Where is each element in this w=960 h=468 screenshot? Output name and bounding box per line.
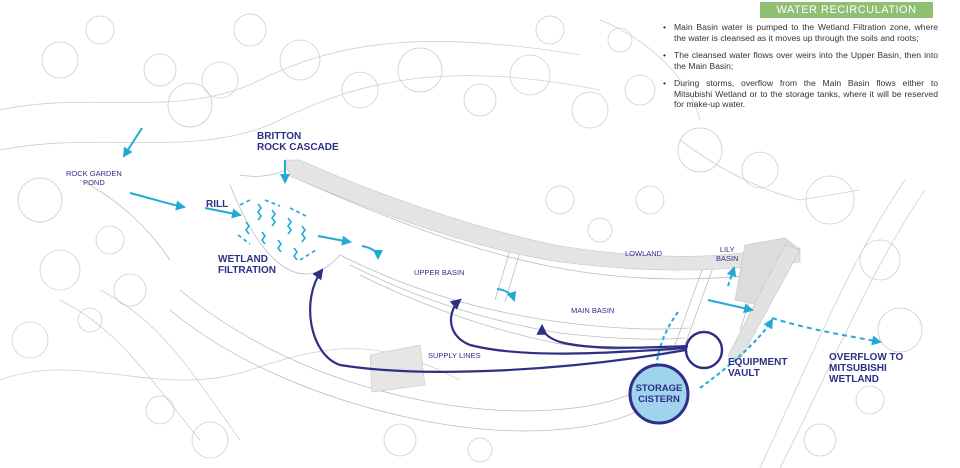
- main-basin-label: MAIN BASIN: [571, 306, 615, 315]
- flow-arrow-weir: [361, 245, 383, 260]
- equipment-vault: [684, 330, 724, 370]
- flow-arrow-overflow: [771, 317, 882, 346]
- overflow-label-line2: MITSUBISHI: [829, 363, 887, 374]
- east-wall: [727, 244, 801, 361]
- flow-arrow-wetland-out: [317, 235, 352, 246]
- upper-basin-label: UPPER BASIN: [414, 268, 465, 277]
- overflow-label-line1: OVERFLOW TO: [829, 352, 904, 363]
- supply-lines-label: SUPPLY LINES: [428, 351, 481, 360]
- note-item: Main Basin water is pumped to the Wetlan…: [662, 22, 938, 43]
- storage-label-line2: CISTERN: [638, 394, 680, 405]
- flow-arrow-cistern-to-vault: [699, 318, 774, 389]
- equipment-label-line1: EQUIPMENT: [728, 357, 788, 368]
- notes-list: Main Basin water is pumped to the Wetlan…: [662, 22, 938, 117]
- wetland-label-line2: FILTRATION: [218, 265, 276, 276]
- lily-basin-label: LILY BASIN: [716, 245, 739, 263]
- flow-arrow-rill-to-wetland: [204, 207, 242, 219]
- flow-arrow-upper-to-main: [496, 288, 517, 302]
- rock-garden-label-line2: POND: [83, 178, 105, 187]
- lily-label-line2: BASIN: [716, 254, 739, 263]
- flow-arrow-lily-basin-up: [726, 266, 737, 287]
- storage-label-line1: STORAGE: [635, 383, 683, 394]
- supply-line-to-main-basin: [536, 323, 689, 349]
- supply-lines: [309, 268, 689, 373]
- rock-garden-pond-label: ROCK GARDEN POND: [66, 169, 122, 187]
- rock-garden-label-line1: ROCK GARDEN: [66, 169, 122, 178]
- wetland-flow-marks: [237, 199, 317, 261]
- lowland-label: LOWLAND: [625, 249, 663, 258]
- flow-arrow-to-lily-basin: [707, 299, 754, 314]
- wetland-label-line1: WETLAND: [218, 254, 268, 265]
- storage-cistern-label: STORAGE CISTERN: [629, 383, 689, 405]
- overflow-label-line3: WETLAND: [829, 374, 879, 385]
- supply-line-to-upper-basin: [449, 298, 687, 355]
- britton-rock-cascade-label: BRITTON ROCK CASCADE: [257, 131, 339, 153]
- note-item: During storms, overflow from the Main Ba…: [662, 78, 938, 110]
- note-item: The cleansed water flows over weirs into…: [662, 50, 938, 71]
- britton-label-line2: ROCK CASCADE: [257, 142, 339, 153]
- flow-arrow-rill: [129, 192, 186, 211]
- equipment-label-line2: VAULT: [728, 368, 760, 379]
- overflow-to-mitsubishi-wetland-label: OVERFLOW TO MITSUBISHI WETLAND: [829, 352, 903, 385]
- britton-label-line1: BRITTON: [257, 131, 302, 142]
- section-title: WATER RECIRCULATION: [760, 2, 933, 18]
- stair-structure: [369, 344, 426, 393]
- equipment-vault-label: EQUIPMENT VAULT: [728, 357, 787, 379]
- rill-label: RILL: [206, 199, 229, 210]
- storage-cistern: [628, 363, 690, 425]
- lily-label-line1: LILY: [719, 245, 735, 254]
- flow-arrows: [122, 127, 882, 389]
- flow-arrow-into-pond: [122, 127, 143, 158]
- wetland-filtration-label: WETLAND FILTRATION: [218, 254, 276, 276]
- supply-line-to-wetland: [309, 268, 687, 373]
